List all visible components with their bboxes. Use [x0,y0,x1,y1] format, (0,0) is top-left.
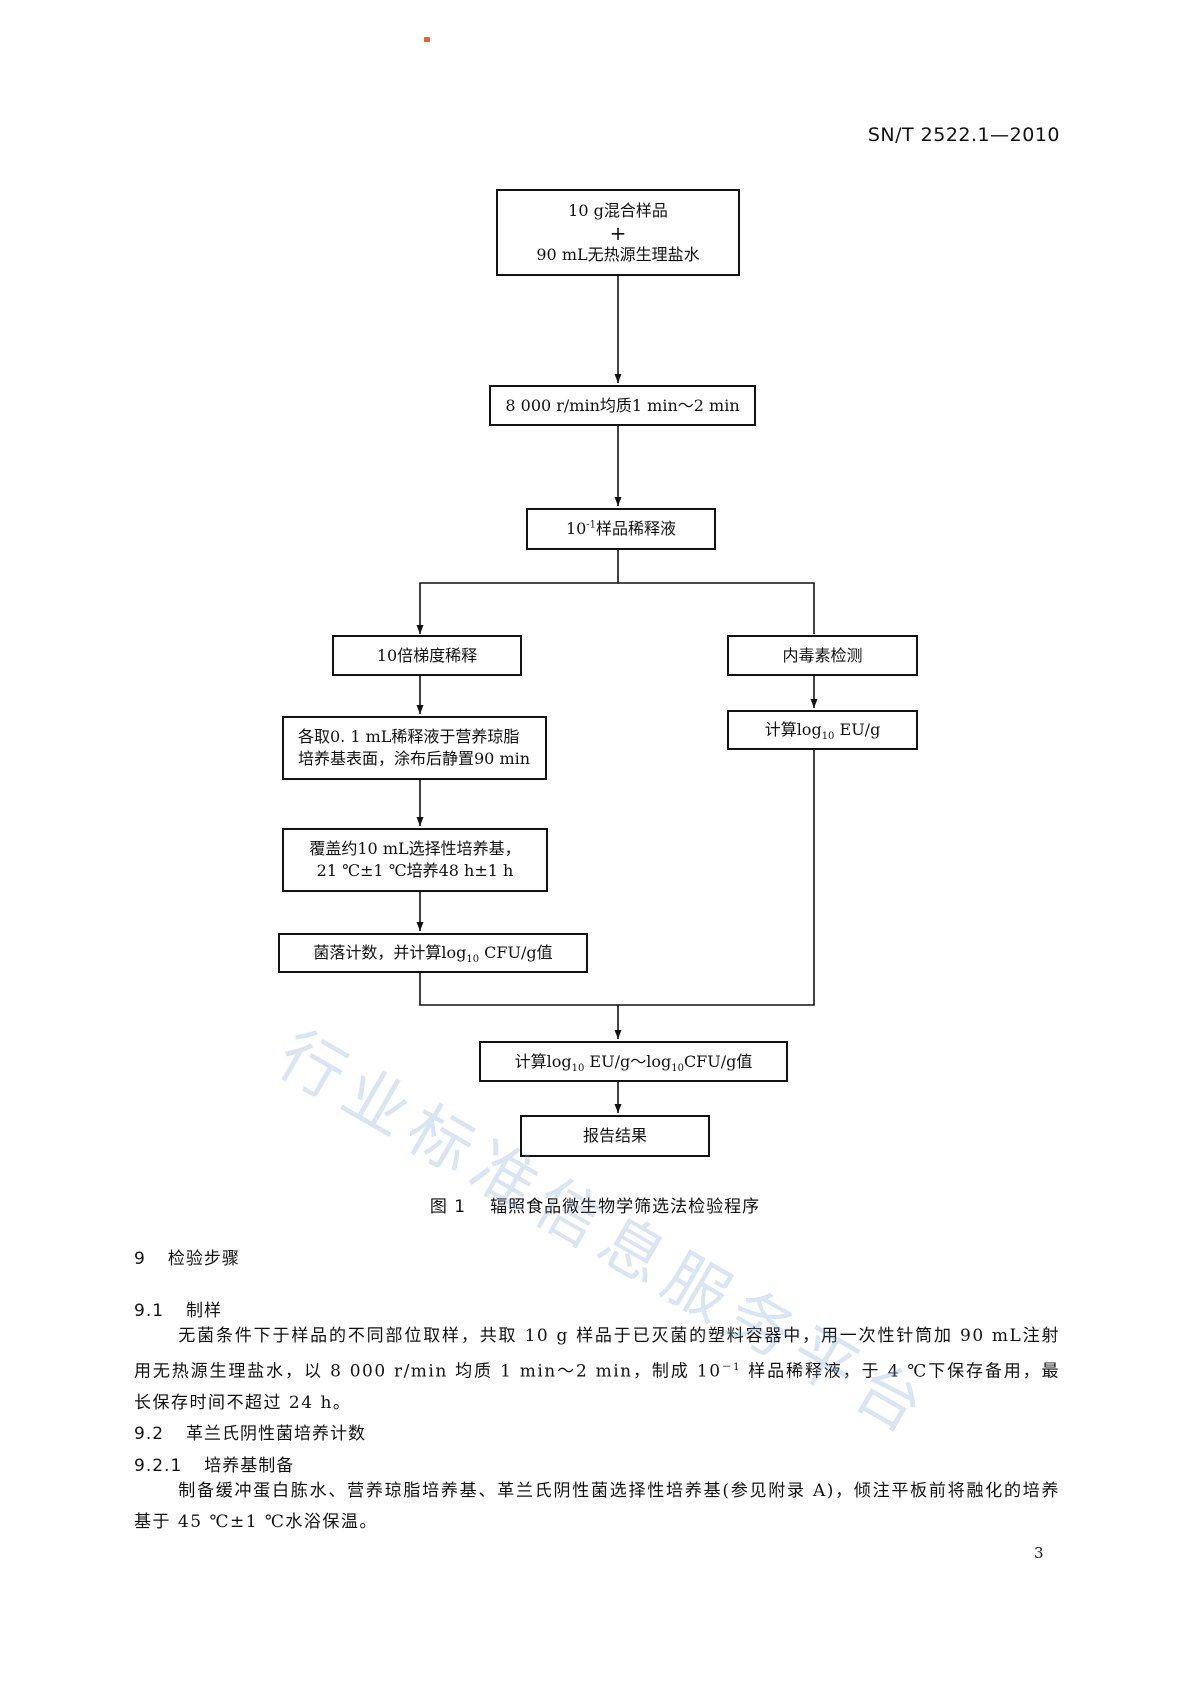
step-spread-plate: 各取0. 1 mL稀释液于营养琼脂 培养基表面，涂布后静置90 min [282,716,547,780]
final-text: 报告结果 [582,1126,647,1145]
step-endotoxin: 内毒素检测 [727,635,918,676]
step-colony-count: 菌落计数，并计算log10 CFU/g值 [278,933,588,973]
figure-title: 辐照食品微生物学筛选法检验程序 [490,1197,761,1217]
left-step1-text: 10倍梯度稀释 [376,645,478,665]
step-mixed-sample: 10 g混合样品 + 90 mL无热源生理盐水 [496,189,740,276]
figure-caption: 图 1 辐照食品微生物学筛选法检验程序 [0,1192,1190,1217]
step1-line2: 90 mL无热源生理盐水 [536,244,700,264]
step3-text: 10-1样品稀释液 [565,519,677,538]
right-step1-text: 内毒素检测 [782,645,863,665]
step2-text: 8 000 r/min均质1 min～2 min [505,395,740,415]
merge-line-right [618,748,815,1006]
step-calc-eu: 计算log10 EU/g [727,710,918,750]
step-calc-merge: 计算log10 EU/g～log10CFU/g值 [479,1041,788,1082]
split-line-right [618,582,815,634]
left-step3-line2: 21 ℃±1 ℃培养48 h±1 h [316,861,514,880]
section-9-1-body: 无菌条件下于样品的不同部位取样，共取 10 g 样品于已灭菌的塑料容器中，用一次… [134,1326,1060,1413]
merge-text: 计算log10 EU/g～log10CFU/g值 [514,1051,753,1074]
standard-code: SN/T 2522.1—2010 [867,124,1060,146]
step-overlay-incubate: 覆盖约10 mL选择性培养基， 21 ℃±1 ℃培养48 h±1 h [282,828,548,892]
left-step3-line1: 覆盖约10 mL选择性培养基， [309,839,521,858]
step-dilution: 10-1样品稀释液 [526,508,716,550]
page-number: 3 [1034,1544,1044,1562]
flowchart: 10 g混合样品 + 90 mL无热源生理盐水 8 000 r/min均质1 m… [278,189,918,1157]
step1-line1: 10 g混合样品 [568,200,668,220]
flowchart-connectors [416,275,818,1113]
orange-mark [424,37,430,42]
step1-plus: + [609,220,627,245]
split-line [416,549,619,634]
left-step2-line2: 培养基表面，涂布后静置90 min [298,749,531,768]
left-step2-line1: 各取0. 1 mL稀释液于营养琼脂 [298,727,520,746]
step-homogenize: 8 000 r/min均质1 min～2 min [489,385,756,426]
step-report: 报告结果 [520,1115,710,1157]
section-9-2-1-body: 制备缓冲蛋白胨水、营养琼脂培养基、革兰氏阴性菌选择性培养基(参见附录 A)，倾注… [134,1481,1060,1532]
step-gradient-dilution: 10倍梯度稀释 [332,635,522,676]
merge-line-left [419,971,622,1039]
right-step2-text: 计算log10 EU/g [764,720,881,743]
figure-number: 图 1 [429,1197,467,1217]
left-step4-text: 菌落计数，并计算log10 CFU/g值 [313,943,553,966]
